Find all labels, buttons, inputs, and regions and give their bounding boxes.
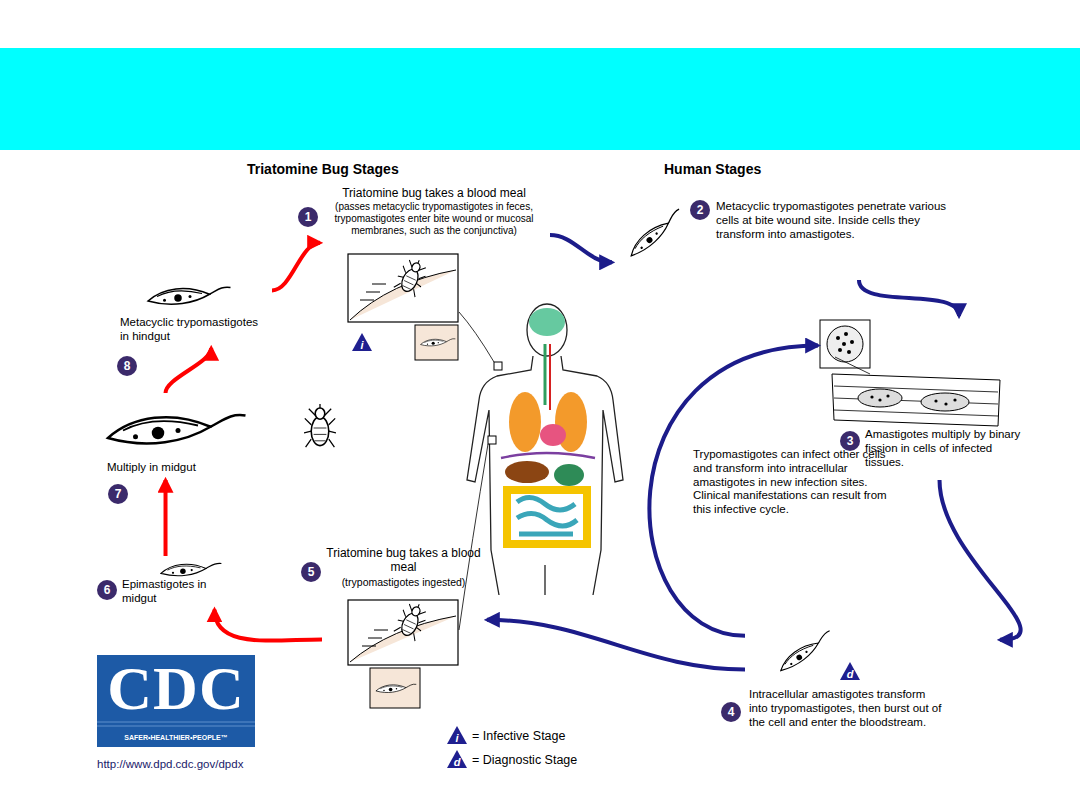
stage-marker-letter: i <box>360 339 363 351</box>
stage-text: Multiply in midgut <box>95 393 259 480</box>
stage-text: Intracellular amastigotes transform into… <box>745 625 1000 760</box>
logo-text: CDC <box>107 653 244 724</box>
stage-heading: Triatomine bug takes a blood meal <box>322 546 485 575</box>
cycle-arrow <box>272 243 320 291</box>
stage-heading: Metacyclic trypomastigotes in hindgut <box>120 316 270 344</box>
callout-number: 6 <box>97 580 117 600</box>
stage-text: Triatomine bug takes a blood meal(trypom… <box>322 546 487 710</box>
bite-illustration <box>348 599 458 708</box>
cycle-note: Trypomastigotes can infect other cells a… <box>693 448 895 568</box>
stage-heading: Epimastigotes in midgut <box>122 578 242 606</box>
callout-number: 5 <box>301 562 321 582</box>
callout-number: 2 <box>690 200 710 220</box>
logo-tagline: SAFER•HEALTHIER•PEOPLE™ <box>124 734 228 741</box>
stage-marker-letter: d <box>847 668 854 680</box>
cycle-arrow <box>164 480 168 556</box>
metacyclic-trypomastigote <box>148 287 231 304</box>
stage-text: Triatomine bug takes a blood meal(passes… <box>320 184 550 254</box>
stage-heading: Multiply in midgut <box>107 461 257 475</box>
leader-line <box>459 444 488 630</box>
trypomastigote <box>776 630 836 672</box>
trypomastigote <box>625 209 687 258</box>
stage-detail: (passes metacyclic trypomastigotes in fe… <box>320 201 548 237</box>
epimastigote-dividing <box>108 415 246 443</box>
stage-marker-letter: d <box>454 756 461 768</box>
stage-heading: Intracellular amastigotes transform into… <box>749 688 944 729</box>
infected-tissue <box>820 320 1000 426</box>
stage-text: Epimastigotes in midgut <box>118 556 262 610</box>
diagnostic-marker <box>840 662 860 680</box>
stage-marker-letter: i <box>455 732 458 744</box>
human-body <box>467 304 623 595</box>
stage-heading: Amastigotes multiply by binary fission i… <box>865 428 1030 469</box>
section-heading: Triatomine Bug Stages <box>247 161 399 177</box>
stage-detail: (trypomastigotes ingested) <box>322 576 485 589</box>
cycle-arrow <box>550 235 612 262</box>
stage-text: Metacyclic trypomastigotes in hindgut <box>112 276 272 348</box>
legend-text: = Infective Stage <box>472 729 565 743</box>
diagnostic-marker <box>447 750 467 768</box>
cycle-arrow <box>487 620 745 670</box>
cycle-arrow <box>214 610 322 641</box>
callout-number: 3 <box>840 431 860 451</box>
cycle-arrow <box>166 348 212 393</box>
callout-number: 8 <box>117 356 137 376</box>
epimastigote <box>161 563 222 576</box>
callout-number: 4 <box>721 702 741 722</box>
cycle-arrow <box>859 280 959 316</box>
callout-number: 1 <box>298 207 318 227</box>
cycle-arrow <box>940 480 1021 640</box>
triatomine-bug <box>304 404 336 447</box>
infective-marker <box>447 726 467 744</box>
header-band <box>0 48 1080 150</box>
source-url: http://www.dpd.cdc.gov/dpdx <box>97 758 243 770</box>
stage-heading: Trypomastigotes can infect other cells a… <box>693 448 893 517</box>
section-heading: Human Stages <box>664 161 761 177</box>
stage-heading: Triatomine bug takes a blood meal <box>320 186 548 200</box>
callout-number: 7 <box>108 484 128 504</box>
leader-line <box>459 312 494 362</box>
bite-illustration <box>348 254 458 360</box>
stage-text: Metacyclic trypomastigotes penetrate var… <box>612 196 955 280</box>
stage-heading: Metacyclic trypomastigotes penetrate var… <box>716 200 951 241</box>
legend-text: = Diagnostic Stage <box>472 753 577 767</box>
